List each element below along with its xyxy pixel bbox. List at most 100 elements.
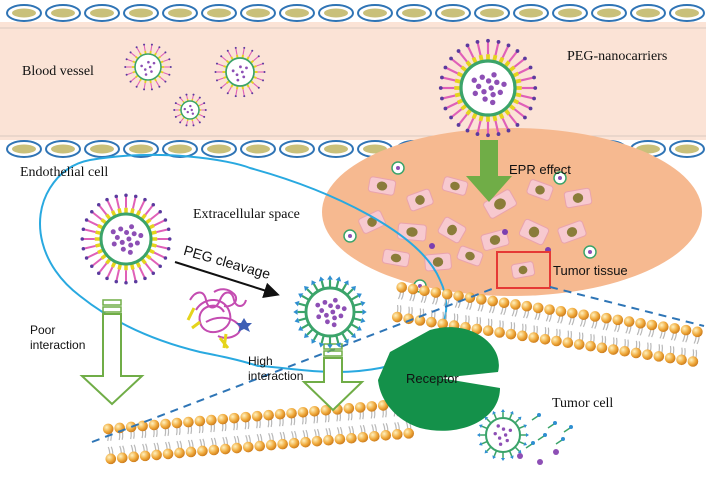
lipid xyxy=(162,441,174,460)
lipid xyxy=(274,408,286,427)
lipid xyxy=(612,314,624,333)
peg-cleavage-arrow xyxy=(174,261,280,299)
tumor-cell xyxy=(510,261,536,279)
endothelial-cell xyxy=(513,4,549,22)
endothelial-cell xyxy=(318,140,354,158)
tumor-cell xyxy=(358,210,386,234)
lipid xyxy=(220,436,231,455)
lipid xyxy=(311,428,323,447)
lipid xyxy=(334,426,346,445)
lipid xyxy=(377,400,389,418)
endothelial-cell xyxy=(357,4,393,22)
lipid xyxy=(369,423,380,442)
tumor-cell xyxy=(381,248,411,268)
lipid xyxy=(102,423,114,442)
peg-fragment xyxy=(531,413,541,421)
blood-vessel-lumen xyxy=(0,22,706,140)
lipid xyxy=(407,283,419,302)
lipid xyxy=(228,412,240,431)
lipid xyxy=(354,402,366,420)
lipid xyxy=(623,316,635,334)
lipid xyxy=(494,320,505,338)
lipid xyxy=(116,445,128,464)
tumor-cell xyxy=(526,179,554,201)
label-tumor-tissue: Tumor tissue xyxy=(553,263,628,278)
lipid xyxy=(601,312,612,331)
lipid xyxy=(505,321,517,340)
tumor-cell xyxy=(480,229,510,251)
endothelial-cell xyxy=(123,4,159,22)
lipid xyxy=(482,318,494,337)
lipid xyxy=(630,340,642,359)
lipid xyxy=(419,285,430,304)
lipid xyxy=(596,335,608,354)
lipid xyxy=(137,420,148,439)
endothelial-cell xyxy=(201,140,237,158)
lipid xyxy=(551,328,562,347)
lipid xyxy=(286,407,297,426)
tumor-cell-membrane-lower xyxy=(102,398,414,465)
lipid xyxy=(391,304,403,323)
lipid xyxy=(487,295,498,314)
lipid xyxy=(171,417,183,436)
lipid xyxy=(160,418,171,437)
lipid xyxy=(183,416,194,435)
lipid xyxy=(300,429,311,448)
nanocarriers xyxy=(80,38,538,462)
lipid xyxy=(585,333,596,352)
label-epr-effect: EPR effect xyxy=(509,162,571,177)
tumor-cell xyxy=(456,245,484,267)
lipid xyxy=(391,421,403,440)
lipid xyxy=(277,431,288,450)
poor-interaction-arrow xyxy=(79,299,145,406)
drug-dot xyxy=(429,243,435,249)
lipid xyxy=(320,405,332,423)
lipid xyxy=(471,316,483,335)
lipid xyxy=(608,337,619,355)
lipid xyxy=(242,434,254,453)
lipid xyxy=(453,290,464,309)
lipid xyxy=(297,406,309,425)
tumor-cell xyxy=(441,176,469,196)
lipid xyxy=(657,321,669,340)
drug-dot xyxy=(537,459,543,465)
drug-dot xyxy=(502,229,508,235)
lipid xyxy=(676,347,687,366)
lipid xyxy=(687,349,699,367)
nanocarrier-cleaved xyxy=(293,275,367,349)
lipid xyxy=(653,344,665,362)
lipid xyxy=(642,342,653,360)
lipid xyxy=(528,325,540,343)
lipid xyxy=(251,410,263,429)
endothelial-cell xyxy=(45,4,81,22)
label-extracellular-space: Extracellular space xyxy=(193,207,300,222)
lipid xyxy=(555,306,567,324)
lipid xyxy=(309,405,320,424)
endothelial-cell xyxy=(84,140,120,158)
drug-dot xyxy=(553,449,559,455)
peg-fragment xyxy=(525,441,535,449)
lipid xyxy=(148,419,160,438)
lipid xyxy=(669,323,680,341)
tumor-cell xyxy=(397,222,427,242)
lipid xyxy=(578,309,589,328)
endothelial-cell xyxy=(279,140,315,158)
lipid xyxy=(346,425,357,444)
endothelial-cell xyxy=(591,4,627,22)
lipid xyxy=(231,435,243,454)
lipid xyxy=(566,307,578,326)
nanocarrier-vessel-1 xyxy=(124,43,172,91)
lipid xyxy=(288,430,300,449)
drug-dot xyxy=(517,453,523,459)
epr-arrow xyxy=(466,140,512,202)
peg-fragment xyxy=(547,421,557,429)
tumor-cell xyxy=(563,187,593,209)
lipid xyxy=(128,444,139,463)
lipid xyxy=(646,319,658,338)
tumor-tissue-cells xyxy=(343,161,597,293)
lipid xyxy=(240,411,252,430)
lipid xyxy=(217,413,229,432)
lipid xyxy=(197,438,208,457)
